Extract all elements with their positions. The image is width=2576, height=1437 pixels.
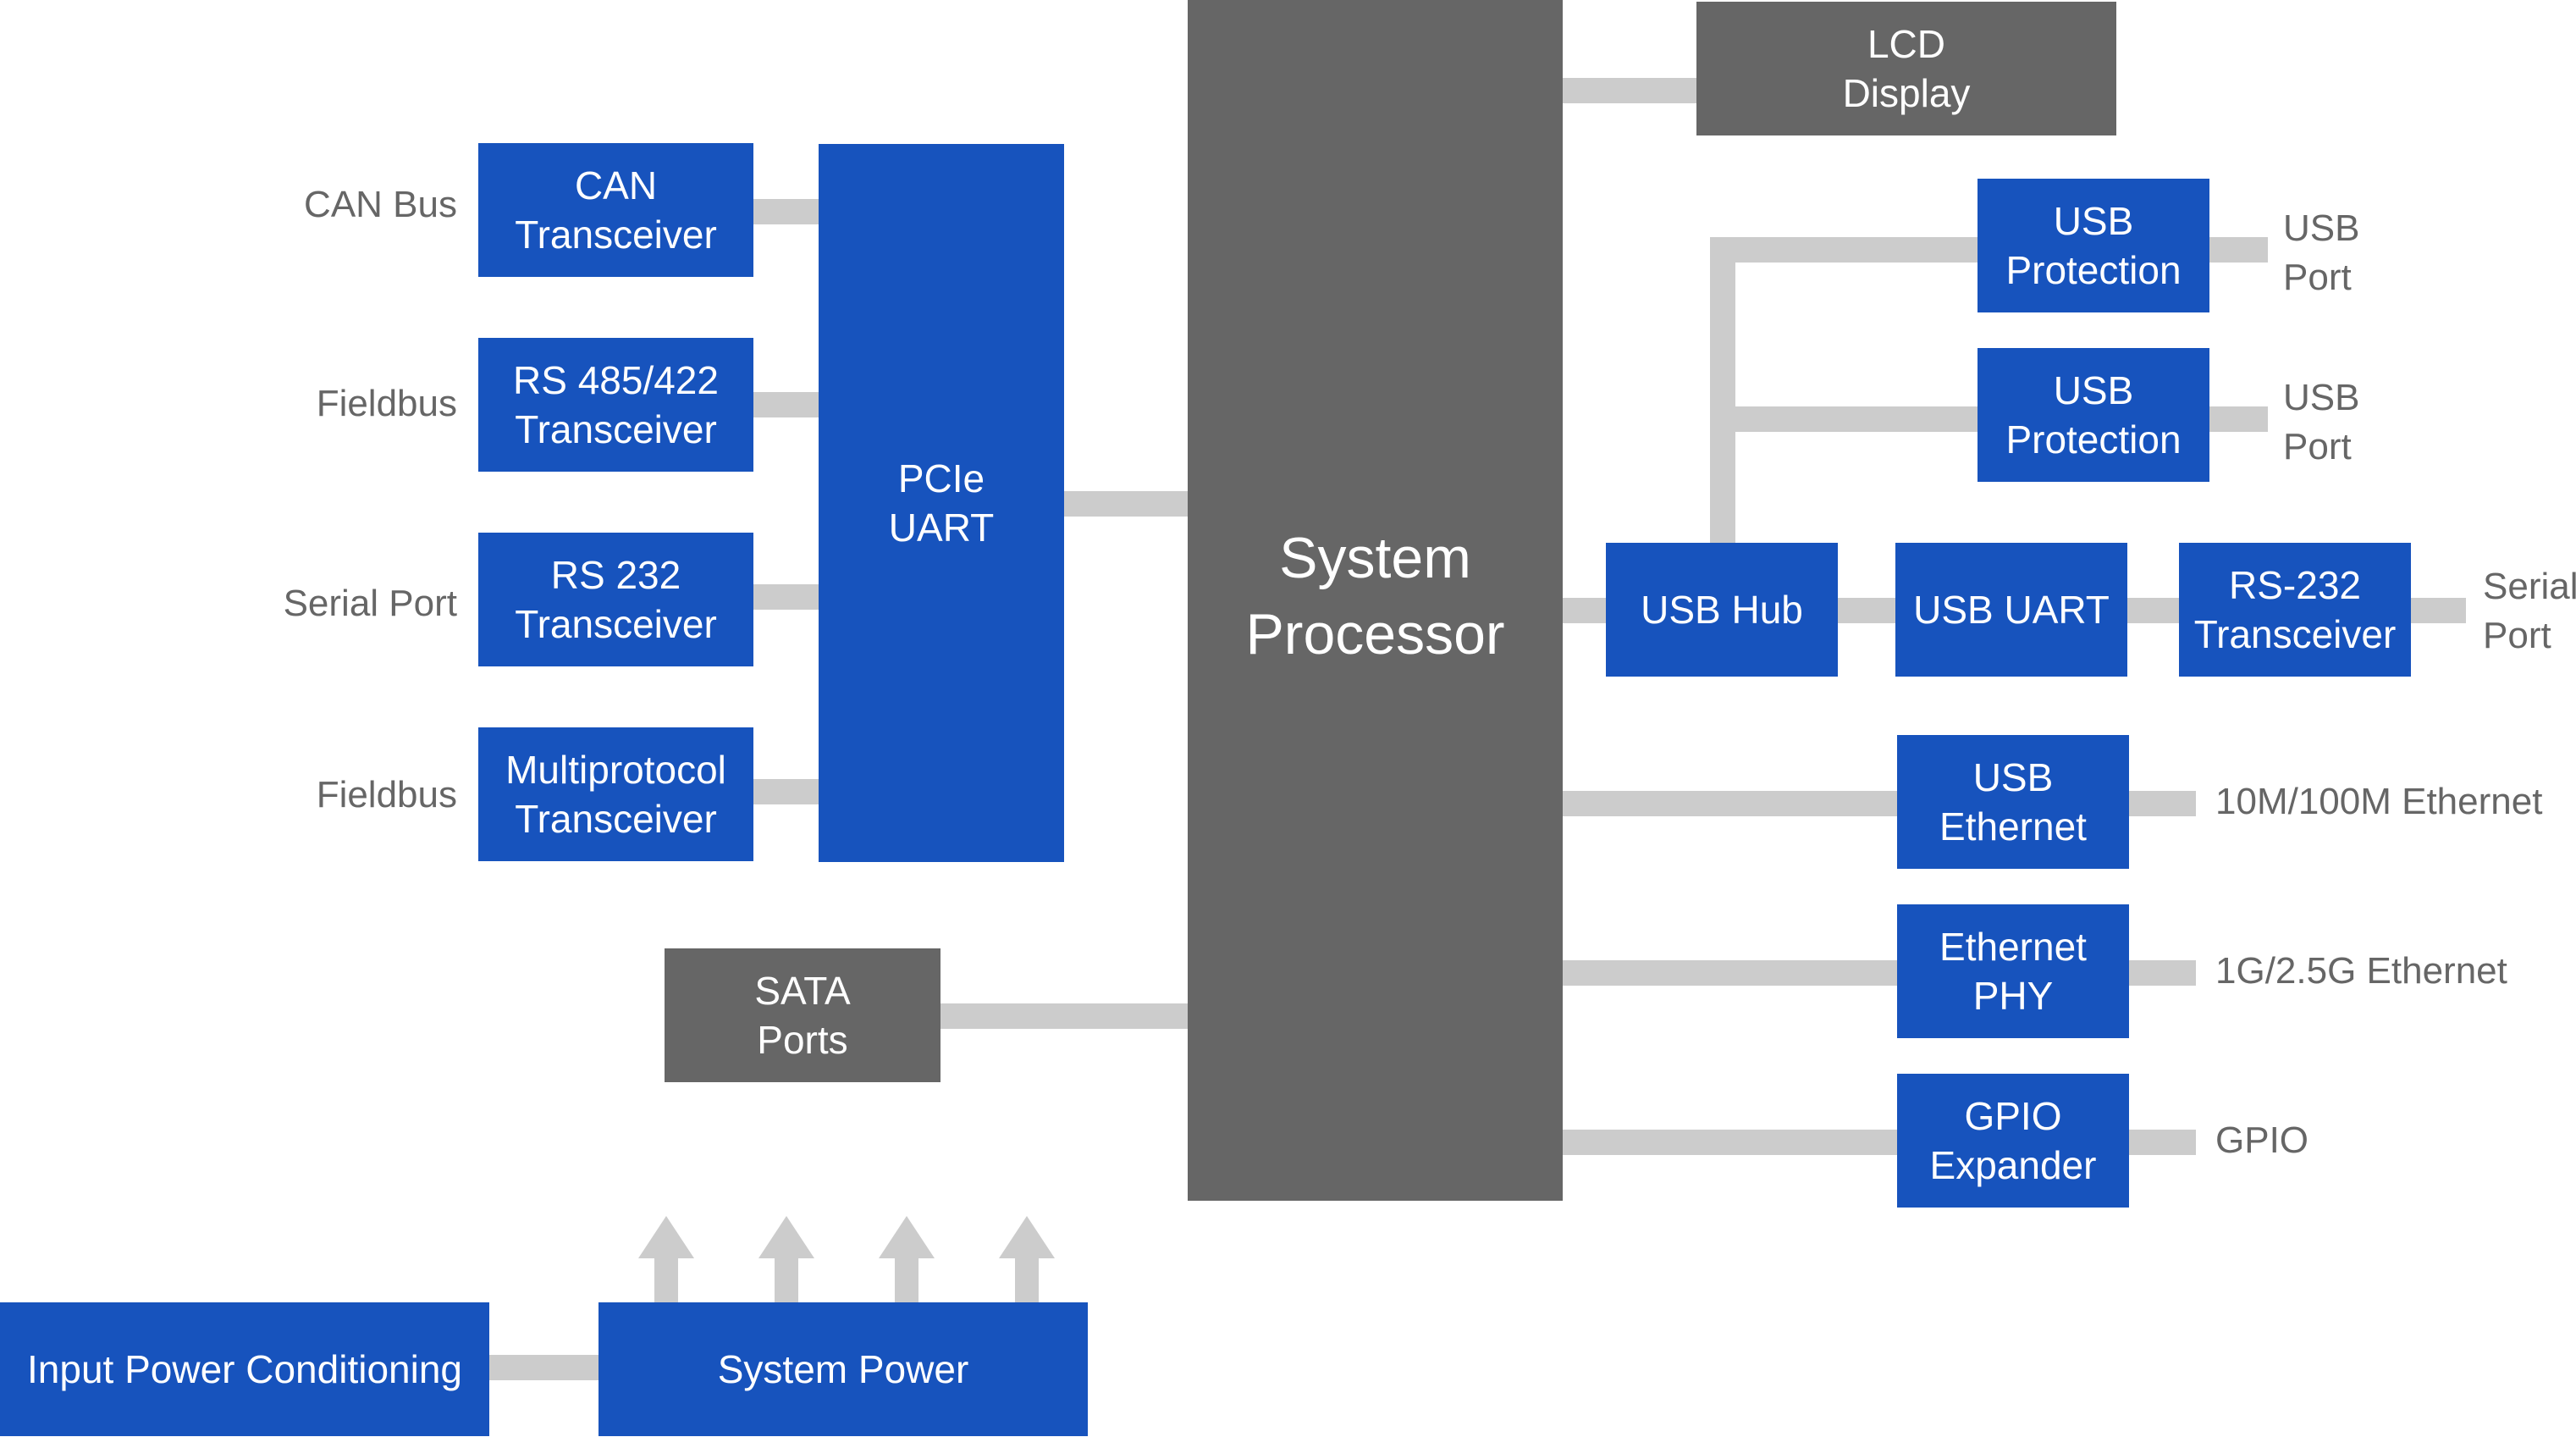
- wire-usbuart-rs232: [2126, 598, 2179, 623]
- rs485-transceiver-label: RS 485/422 Transceiver: [513, 358, 719, 451]
- wire-processor-usbethernet: [1562, 791, 1897, 816]
- can-transceiver-label: CAN Transceiver: [515, 163, 717, 257]
- usb-hub-block: USB Hub: [1606, 543, 1838, 677]
- wire-can-pcie: [753, 199, 819, 224]
- system-power-label: System Power: [717, 1347, 969, 1391]
- usb-hub-label: USB Hub: [1641, 588, 1803, 632]
- ethernet-10-100-label: 10M/100M Ethernet: [2215, 781, 2543, 822]
- up-arrow-icon: [638, 1216, 694, 1302]
- wire-ethphy-port: [2128, 960, 2196, 986]
- wire-rs232-pcie: [753, 584, 819, 610]
- wire-sata-processor: [940, 1003, 1189, 1029]
- wire-usbprot1-port: [2209, 237, 2268, 263]
- rs232-transceiver-right-label: RS-232 Transceiver: [2193, 563, 2397, 656]
- pcie-uart-label: PCIe UART: [888, 456, 995, 550]
- fieldbus-label-1: Fieldbus: [316, 383, 457, 424]
- rs232-transceiver-block: RS 232 Transceiver: [478, 533, 753, 666]
- serial-port-left-label: Serial Port: [283, 583, 457, 624]
- gpio-expander-label: GPIO Expander: [1929, 1094, 2097, 1187]
- rs485-transceiver-block: RS 485/422 Transceiver: [478, 338, 753, 472]
- gpio-label: GPIO: [2215, 1119, 2309, 1161]
- multiprotocol-transceiver-label: Multiprotocol Transceiver: [505, 748, 726, 841]
- system-processor-label: System Processor: [1245, 526, 1505, 666]
- wire-processor-gpio: [1562, 1130, 1897, 1155]
- can-bus-label: CAN Bus: [304, 184, 457, 225]
- usb-ethernet-label: USB Ethernet: [1939, 755, 2087, 848]
- input-power-conditioning-label: Input Power Conditioning: [27, 1347, 462, 1391]
- usb-ethernet-block: USB Ethernet: [1897, 735, 2129, 869]
- usb-protection-block-2: USB Protection: [1978, 348, 2209, 482]
- wire-rs232-serialport: [2411, 598, 2466, 623]
- input-power-conditioning-block: Input Power Conditioning: [0, 1302, 489, 1436]
- pcie-uart-block: PCIe UART: [819, 144, 1064, 862]
- up-arrow-icon: [999, 1216, 1055, 1302]
- wire-multiprotocol-pcie: [753, 779, 819, 804]
- wire-gpio-port: [2128, 1130, 2196, 1155]
- up-arrow-icon: [758, 1216, 814, 1302]
- usb-port-label-2: USB Port: [2283, 377, 2360, 467]
- wire-processor-ethphy: [1562, 960, 1897, 986]
- rs232-transceiver-label: RS 232 Transceiver: [515, 553, 717, 646]
- wire-inputpower-systempower: [488, 1355, 598, 1380]
- system-processor-block: System Processor: [1188, 0, 1563, 1201]
- ethernet-phy-label: Ethernet PHY: [1939, 925, 2087, 1018]
- wire-hub-usbprot1: [1710, 237, 1978, 263]
- usb-port-label-1: USB Port: [2283, 207, 2360, 298]
- wire-processor-lcd: [1562, 78, 1697, 103]
- serial-port-right-label: Serial Port: [2483, 566, 2576, 656]
- multiprotocol-transceiver-block: Multiprotocol Transceiver: [478, 727, 753, 861]
- gpio-expander-block: GPIO Expander: [1897, 1074, 2129, 1208]
- rs232-transceiver-right-block: RS-232 Transceiver: [2179, 543, 2411, 677]
- lcd-display-label: LCD Display: [1842, 22, 1971, 115]
- wire-usbethernet-port: [2128, 791, 2196, 816]
- sata-ports-block: SATA Ports: [665, 948, 940, 1082]
- up-arrow-icon: [879, 1216, 935, 1302]
- can-transceiver-block: CAN Transceiver: [478, 143, 753, 277]
- usb-protection-label-2: USB Protection: [2005, 368, 2182, 461]
- ethernet-1g-label: 1G/2.5G Ethernet: [2215, 950, 2507, 992]
- wire-hub-usbprot2: [1710, 406, 1978, 432]
- usb-uart-label: USB UART: [1913, 588, 2110, 632]
- fieldbus-label-2: Fieldbus: [316, 774, 457, 815]
- wire-rs485-pcie: [753, 392, 819, 417]
- sata-ports-label: SATA Ports: [754, 969, 851, 1062]
- wire-pcie-processor: [1063, 491, 1189, 517]
- usb-protection-label-1: USB Protection: [2005, 199, 2182, 292]
- usb-uart-block: USB UART: [1895, 543, 2127, 677]
- ethernet-phy-block: Ethernet PHY: [1897, 904, 2129, 1038]
- usb-protection-block-1: USB Protection: [1978, 179, 2209, 312]
- system-power-block: System Power: [598, 1302, 1088, 1436]
- wire-processor-hub: [1562, 598, 1606, 623]
- wire-usbprot2-port: [2209, 406, 2268, 432]
- wire-hub-vertical: [1710, 237, 1735, 544]
- wire-hub-usbuart: [1837, 598, 1896, 623]
- lcd-display-block: LCD Display: [1696, 2, 2116, 135]
